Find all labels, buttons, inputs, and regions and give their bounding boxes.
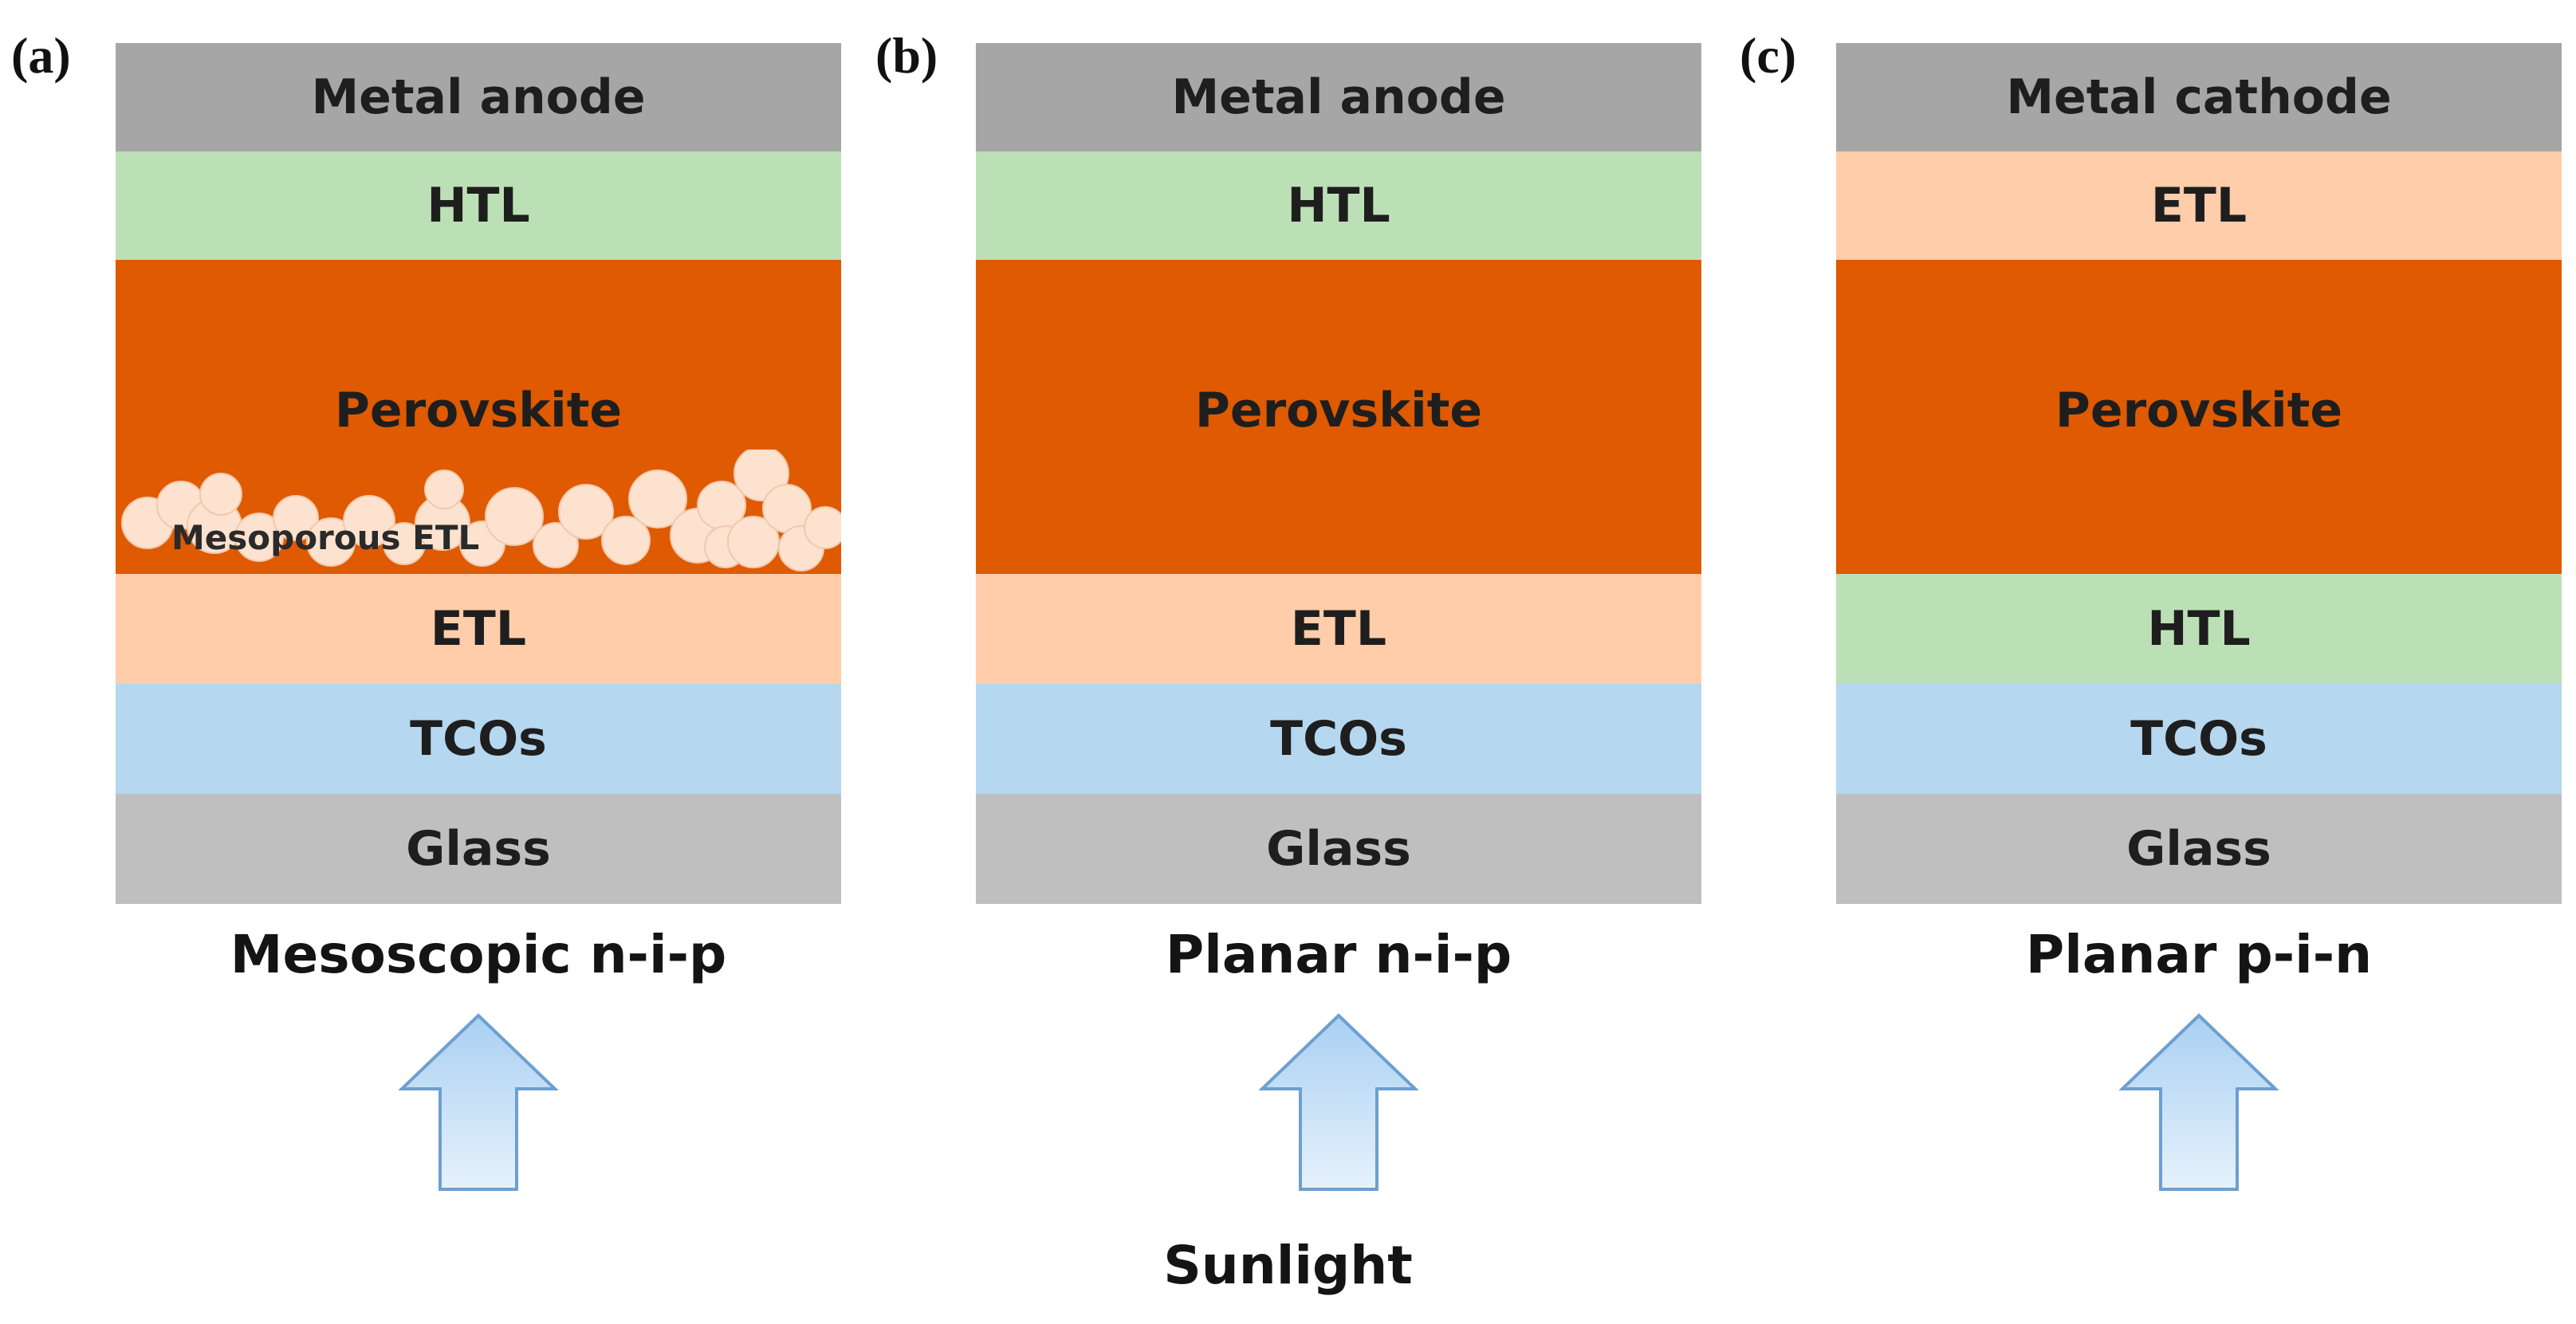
- particle: [804, 506, 841, 549]
- caption-mesoscopic-nip: Mesoscopic n-i-p: [230, 924, 727, 985]
- perovskite-layer: Perovskite: [1836, 260, 2562, 574]
- glass-layer: Glass: [1836, 794, 2562, 904]
- particle: [424, 469, 464, 509]
- glass-layer: Glass: [116, 794, 841, 904]
- tco-layer: TCOs: [976, 684, 1701, 794]
- metal-cathode-layer: Metal cathode: [1836, 43, 2562, 151]
- htl-layer: HTL: [976, 151, 1701, 260]
- particle: [727, 516, 780, 568]
- layer-stack-c: Metal cathode ETL Perovskite HTL TCOs Gl…: [1836, 43, 2562, 904]
- metal-anode-layer: Metal anode: [116, 43, 841, 151]
- perovskite-label: Perovskite: [2055, 383, 2343, 438]
- metal-anode-layer: Metal anode: [976, 43, 1701, 151]
- mesoporous-particles-graphic: [121, 450, 841, 572]
- panel-label-c: (c): [1740, 27, 1797, 84]
- panel-label-b: (b): [875, 27, 938, 84]
- particle: [485, 487, 544, 546]
- perovskite-layer: Perovskite: [976, 260, 1701, 574]
- mesoporous-etl-label: Mesoporous ETL: [171, 518, 480, 557]
- glass-layer: Glass: [976, 794, 1701, 904]
- particle: [273, 495, 319, 541]
- tco-layer: TCOs: [116, 684, 841, 794]
- htl-layer: HTL: [116, 151, 841, 260]
- sunlight-arrow-icon: [1259, 1013, 1418, 1191]
- particle: [628, 469, 687, 528]
- perovskite-label: Perovskite: [1194, 383, 1483, 438]
- particle: [762, 484, 812, 533]
- caption-planar-nip: Planar n-i-p: [1165, 924, 1512, 985]
- etl-layer: ETL: [116, 574, 841, 684]
- sunlight-arrow-icon: [399, 1013, 558, 1191]
- tco-layer: TCOs: [1836, 684, 2562, 794]
- particle: [199, 473, 242, 516]
- particle: [601, 516, 651, 565]
- sunlight-arrow-icon: [2119, 1013, 2279, 1191]
- perovskite-label: Perovskite: [334, 383, 623, 438]
- sunlight-label: Sunlight: [1163, 1235, 1413, 1296]
- panel-label-a: (a): [11, 27, 71, 84]
- particle: [558, 484, 614, 540]
- caption-planar-pin: Planar p-i-n: [2025, 924, 2373, 985]
- etl-layer: ETL: [1836, 151, 2562, 260]
- layer-stack-a: Metal anode HTL Perovskite: [116, 43, 841, 904]
- particle: [343, 495, 395, 548]
- mesoporous-etl-particles: [116, 450, 841, 585]
- particle: [533, 522, 579, 568]
- layer-stack-b: Metal anode HTL Perovskite ETL TCOs Glas…: [976, 43, 1701, 904]
- htl-layer: HTL: [1836, 574, 2562, 684]
- etl-layer: ETL: [976, 574, 1701, 684]
